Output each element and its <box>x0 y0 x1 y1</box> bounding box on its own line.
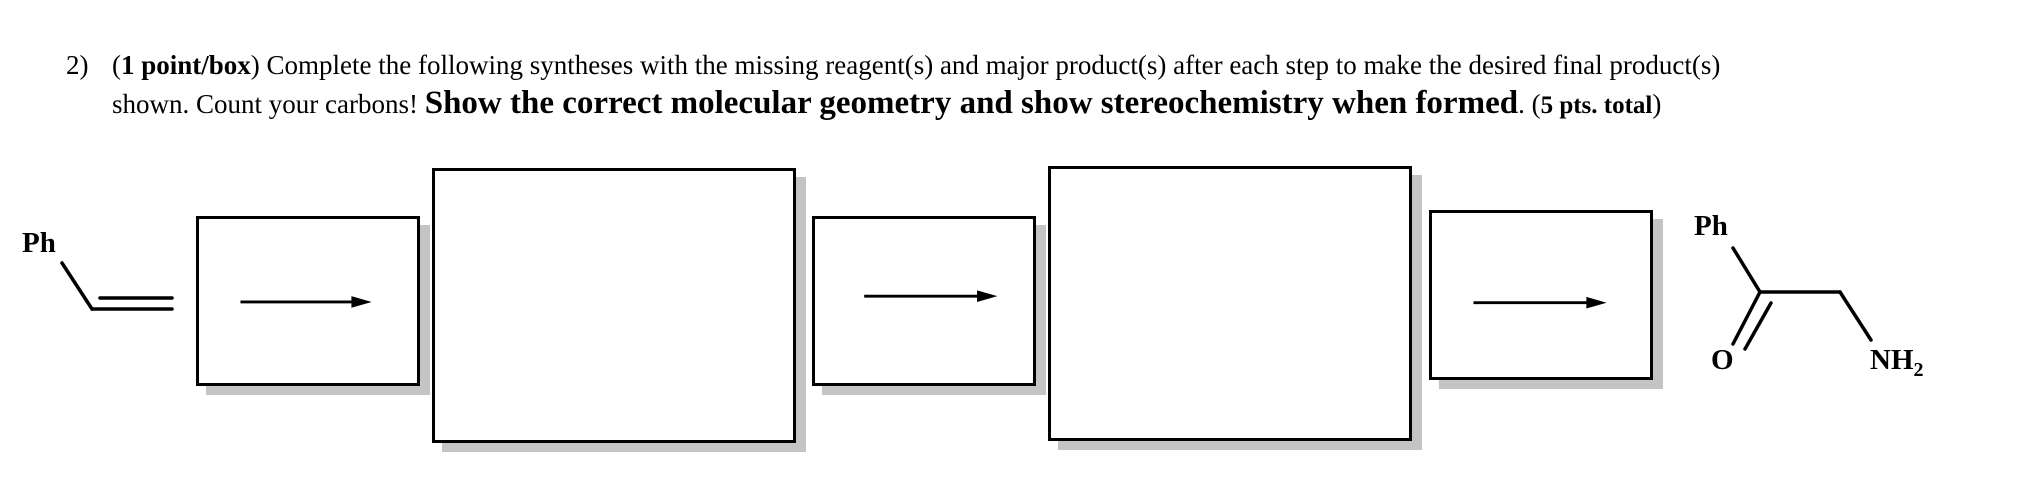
start-ph-label: Ph <box>22 227 56 259</box>
product-structure <box>1731 246 1873 351</box>
product-carbonyl-outer <box>1731 290 1762 346</box>
total-points: 5 pts. total <box>1540 92 1653 119</box>
product-ph-label: Ph <box>1694 210 1728 242</box>
points-label: 1 point/box <box>121 50 251 80</box>
question-line-2: shown. Count your carbons! Show the corr… <box>112 85 1662 121</box>
reaction-arrow-2 <box>864 290 998 302</box>
nh2-text: NH <box>1870 344 1914 376</box>
product-nh2-label: NH2 <box>1870 344 1924 382</box>
product-o-label: O <box>1711 344 1734 376</box>
styrene-structure <box>60 261 174 311</box>
question-number: 2) <box>66 50 89 80</box>
emphasis-text: Show the correct molecular geometry and … <box>424 85 1519 121</box>
product-ph-bond <box>1731 246 1762 294</box>
product-box-1[interactable] <box>432 168 796 443</box>
product-carbonyl-inner <box>1743 301 1773 351</box>
reaction-arrow-3 <box>1473 296 1607 309</box>
instructions-line-1: Complete the following syntheses with th… <box>259 50 1721 80</box>
reagent-box-1[interactable] <box>196 216 420 386</box>
reagent-box-3[interactable] <box>1429 210 1653 380</box>
question-line-1: 2)(1 point/box) Complete the following s… <box>66 46 2026 84</box>
styrene-ph-bond <box>60 261 94 311</box>
reagent-box-2[interactable] <box>812 216 1036 386</box>
nh2-subscript: 2 <box>1913 358 1924 381</box>
instructions-line-2: shown. Count your carbons! <box>112 89 425 119</box>
question-text: 2)(1 point/box) Complete the following s… <box>66 46 2026 125</box>
product-box-2[interactable] <box>1048 166 1412 441</box>
product-amine-bond <box>1838 290 1873 342</box>
reaction-arrow-1 <box>240 296 372 308</box>
